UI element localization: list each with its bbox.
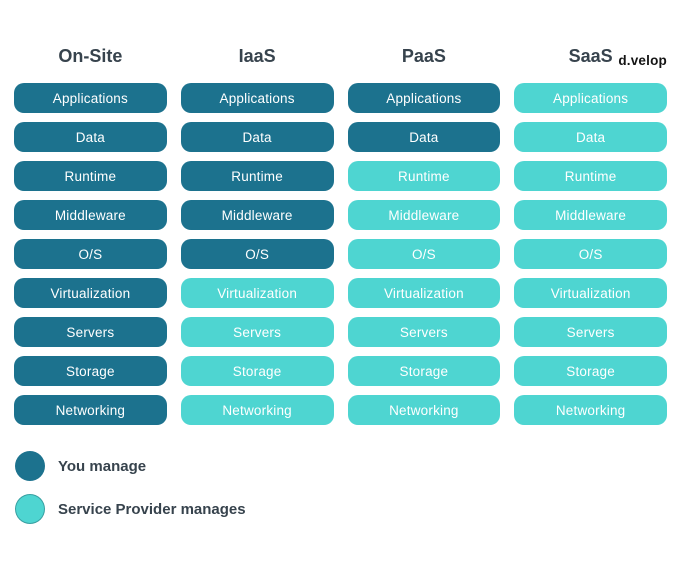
- column-header-iaas: IaaS: [238, 46, 276, 66]
- layer-pill: Servers: [514, 317, 667, 347]
- layer-pill: Middleware: [347, 200, 501, 230]
- column-header-paas: PaaS: [401, 46, 446, 66]
- layer-pill: Virtualization: [347, 278, 501, 308]
- layer-pill: Data: [347, 122, 501, 152]
- layer-pill: Servers: [180, 317, 334, 347]
- layer-pill: Data: [14, 122, 167, 152]
- layer-pill: Applications: [347, 83, 501, 113]
- layer-pill: Storage: [347, 356, 501, 386]
- column-header-on-site: On-Site: [58, 46, 123, 66]
- layer-pill: Applications: [514, 83, 667, 113]
- legend-label: Service Provider manages: [58, 500, 246, 518]
- dvelop-logo: d.velop: [618, 53, 667, 68]
- layer-pill: Applications: [180, 83, 334, 113]
- layer-pill: Networking: [14, 395, 167, 425]
- layer-pill: Runtime: [514, 161, 667, 191]
- legend-label: You manage: [58, 457, 147, 475]
- column-header-saas: SaaS: [568, 46, 613, 66]
- layer-pill: Runtime: [347, 161, 501, 191]
- layer-pill: O/S: [347, 239, 501, 269]
- layer-pill: Applications: [14, 83, 167, 113]
- layer-pill: O/S: [514, 239, 667, 269]
- layer-pill: Data: [514, 122, 667, 152]
- layer-pill: Virtualization: [14, 278, 167, 308]
- legend-swatch-icon: [15, 451, 45, 481]
- legend-item: You manage: [15, 451, 680, 481]
- layer-pill: O/S: [14, 239, 167, 269]
- layer-pill: Storage: [14, 356, 167, 386]
- layer-pill: Data: [180, 122, 334, 152]
- layer-pill: Middleware: [180, 200, 334, 230]
- layer-pill: Runtime: [14, 161, 167, 191]
- layer-pill: Servers: [14, 317, 167, 347]
- layer-pill: Runtime: [180, 161, 334, 191]
- layer-pill: Middleware: [514, 200, 667, 230]
- layer-pill: Storage: [514, 356, 667, 386]
- layer-pill: Networking: [180, 395, 334, 425]
- layer-pill: Storage: [180, 356, 334, 386]
- legend-swatch-icon: [15, 494, 45, 524]
- layer-pill: Networking: [514, 395, 667, 425]
- service-model-table: On-Site IaaS PaaS SaaS Applications Applicati…: [14, 44, 667, 425]
- layer-pill: Virtualization: [514, 278, 667, 308]
- layer-pill: Servers: [347, 317, 501, 347]
- layer-pill: Networking: [347, 395, 501, 425]
- layer-pill: O/S: [180, 239, 334, 269]
- legend-item: Service Provider manages: [15, 494, 680, 524]
- layer-pill: Middleware: [14, 200, 167, 230]
- layer-pill: Virtualization: [180, 278, 334, 308]
